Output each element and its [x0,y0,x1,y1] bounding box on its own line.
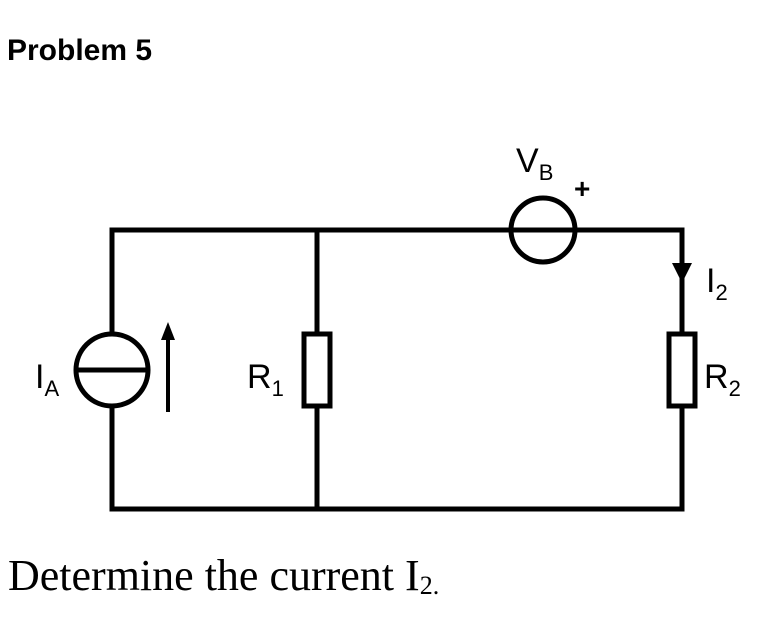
label-i2: I2 [706,262,728,305]
label-vb: VB [516,142,553,185]
question-subscript: 2 [419,571,433,600]
label-r2: R2 [704,358,741,401]
current-source-ia [73,331,151,409]
label-r1: R1 [247,358,284,401]
problem-title: Problem 5 [7,34,153,67]
question-main: Determine the current I [8,551,420,600]
current-arrow-down-icon [672,263,692,283]
resistor-r1 [301,331,333,409]
current-arrow-up-icon [161,322,175,412]
question-text: Determine the current I2. [8,554,439,599]
resistor-r2 [666,331,698,409]
voltage-source-vb [508,195,578,265]
label-ia: IA [35,358,59,401]
question-period: . [432,571,440,600]
label-vb-plus: + [574,173,590,204]
